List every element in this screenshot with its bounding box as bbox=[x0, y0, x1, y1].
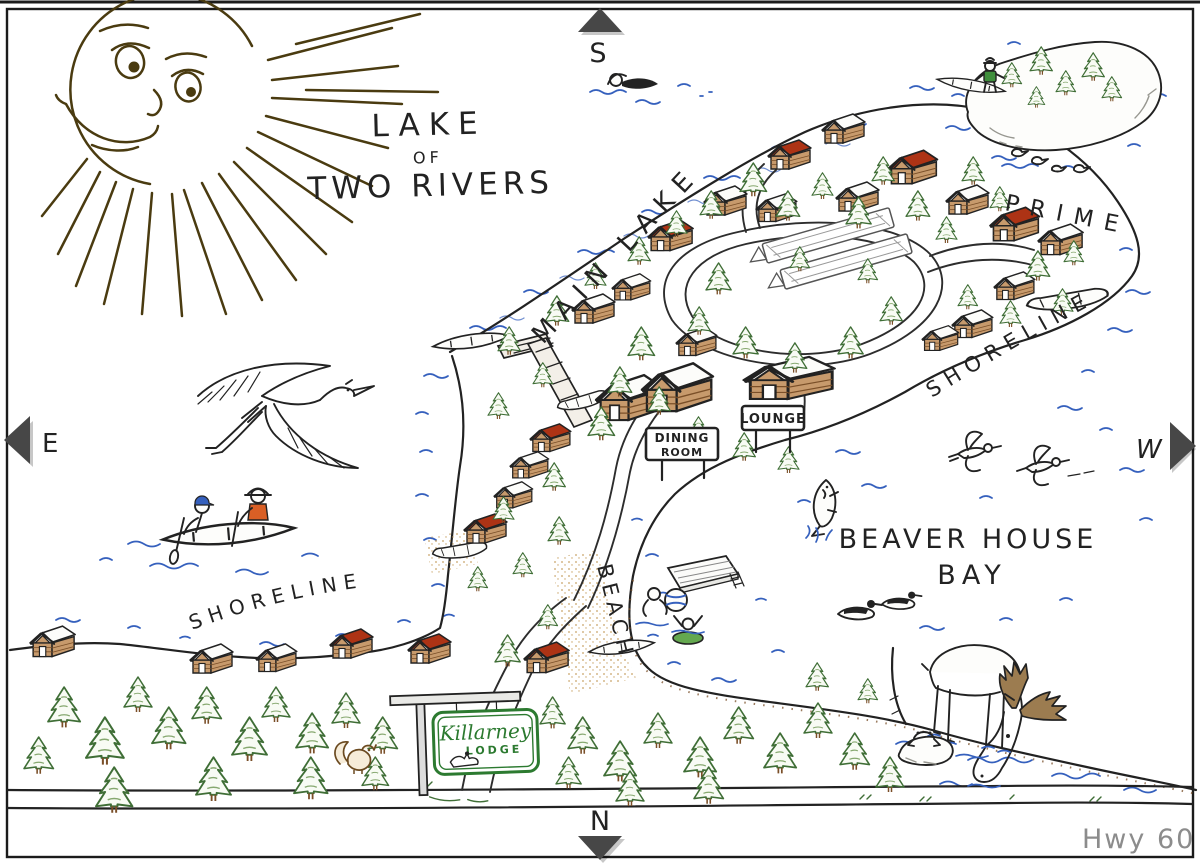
compass-arrow-left-icon bbox=[4, 416, 30, 464]
svg-text:SHORELINE: SHORELINE bbox=[185, 568, 364, 635]
beach-sand bbox=[552, 550, 636, 694]
cabin bbox=[29, 625, 77, 658]
map-labels: LAKE OF TWO RIVERS MAIN LAKE PRIME SHORE… bbox=[185, 106, 1195, 855]
shoreline-paths bbox=[8, 103, 1198, 795]
lounge-sign-label: LOUNGE bbox=[740, 412, 806, 427]
label-highway: Hwy 60 bbox=[1082, 824, 1195, 855]
beach-ball-icon bbox=[664, 588, 688, 612]
cabin bbox=[611, 272, 652, 301]
dining-room-sign: DINING ROOM bbox=[644, 426, 720, 482]
squirrel-icon bbox=[334, 741, 377, 774]
frog-icon bbox=[897, 731, 989, 766]
moose-icon bbox=[921, 644, 1067, 789]
heron-icon bbox=[197, 362, 375, 469]
compass-label-right: W bbox=[1136, 435, 1163, 465]
cabin bbox=[821, 113, 866, 144]
pine-trees bbox=[23, 156, 1085, 814]
compass-label-bottom: N bbox=[590, 806, 610, 837]
lodge-sign-word: LODGE bbox=[465, 743, 522, 758]
island-illustration bbox=[935, 40, 1162, 174]
compass-arrow-right-icon bbox=[1170, 422, 1196, 470]
cabin bbox=[523, 641, 571, 674]
compass-arrow-bottom-icon bbox=[578, 836, 622, 860]
cabin bbox=[329, 628, 374, 659]
cabin bbox=[509, 450, 550, 479]
sun-face bbox=[54, 23, 208, 152]
lake-title-line3: TWO RIVERS bbox=[306, 165, 554, 207]
beach-kids-icon bbox=[635, 587, 705, 645]
cabin bbox=[255, 643, 298, 673]
lake-title-line2: OF bbox=[413, 148, 443, 168]
cabin bbox=[189, 643, 234, 674]
island-canoeist-icon bbox=[935, 57, 1007, 98]
compass-arrow-top-icon bbox=[578, 8, 622, 32]
label-bay-line1: BEAVER HOUSE bbox=[839, 524, 1098, 555]
cabin bbox=[767, 139, 812, 170]
canoe-paddlers-icon bbox=[160, 487, 297, 565]
cabin bbox=[945, 184, 990, 215]
cabin bbox=[886, 149, 939, 185]
cabin bbox=[921, 324, 960, 352]
cabin bbox=[407, 633, 452, 664]
cabin bbox=[529, 423, 572, 453]
dining-sign-line2: ROOM bbox=[661, 446, 703, 459]
lounge-sign: LOUNGE bbox=[740, 404, 806, 454]
compass-label-left: E bbox=[42, 429, 58, 459]
swim-raft bbox=[666, 554, 745, 594]
lake-title-line1: LAKE bbox=[371, 106, 487, 145]
jumping-fish-icon bbox=[805, 479, 839, 543]
label-shoreline-left: SHORELINE bbox=[185, 568, 357, 635]
swimmer-icon bbox=[607, 73, 658, 89]
compass-label-top: S bbox=[589, 38, 606, 69]
compass-arrows: S N E W bbox=[4, 8, 1196, 863]
loons-icon bbox=[837, 591, 923, 621]
duck-family-icon bbox=[1011, 148, 1091, 174]
loon-logo-icon bbox=[449, 751, 479, 768]
cabin bbox=[951, 309, 994, 339]
dining-sign-line1: DINING bbox=[655, 431, 710, 445]
water-marks bbox=[55, 41, 1167, 794]
flying-ducks-icon bbox=[948, 430, 1095, 487]
sun-icon bbox=[40, 0, 440, 318]
label-bay-line2: BAY bbox=[937, 560, 1006, 591]
lodge-sign-name: Killarney bbox=[438, 718, 532, 745]
highway-60-road bbox=[6, 781, 1194, 810]
lodge-entrance-sign: Killarney LODGE bbox=[389, 690, 540, 803]
